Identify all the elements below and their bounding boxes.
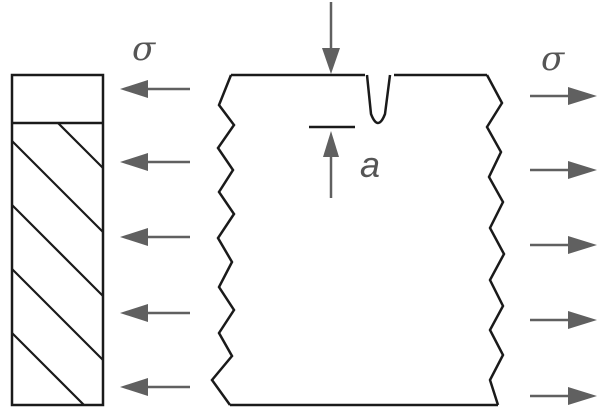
stress-arrow-left [120,304,190,322]
stress-arrow-right [530,161,597,179]
stress-arrow-left [120,153,190,171]
stress-arrows-left [120,80,190,396]
stress-arrow-left [120,228,190,246]
stress-label-right: σ [541,39,565,79]
plate-right-edge [485,74,506,406]
plate-left-edge [210,74,236,406]
load-arrow-head [322,48,340,74]
stress-arrow-right [530,236,597,254]
stress-arrow-right [530,87,597,105]
stress-arrow-left [120,378,190,396]
crack-notch [365,74,392,125]
cross-section-hatching [12,123,103,405]
dimension-arrow-head [323,131,339,157]
crack-arrows [309,2,355,198]
cross-section-outline [10,73,105,407]
stress-arrow-right [530,387,597,405]
stress-arrows-right [530,87,597,405]
cross-section [10,73,105,407]
crack-depth-label: a [360,144,380,185]
stress-arrow-right [530,311,597,329]
plate [210,73,506,407]
stress-label-left: σ [132,29,156,69]
stress-arrow-left [120,80,190,98]
